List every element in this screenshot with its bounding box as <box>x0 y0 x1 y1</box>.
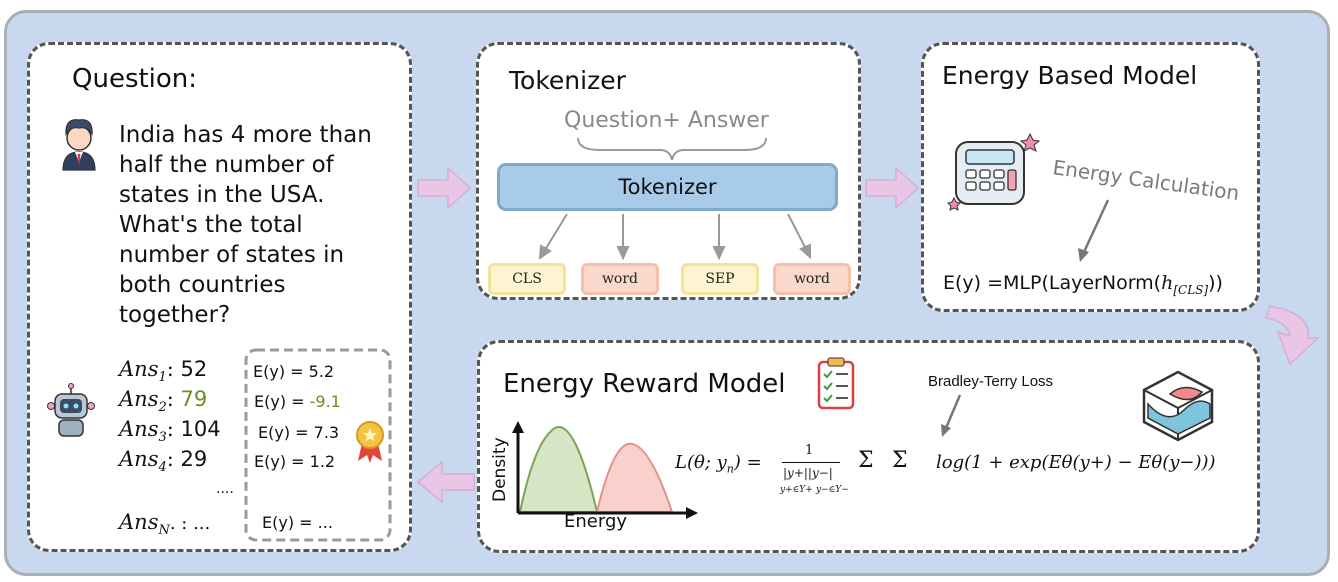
token-arrows <box>538 213 811 261</box>
answer-row: Ans4: 29 <box>119 447 208 476</box>
density-chart <box>512 421 698 519</box>
tokenizer-title: Tokenizer <box>509 66 626 95</box>
answer-row-last: AnsN. : ... <box>119 510 211 539</box>
energy-value: E(y) = 5.2 <box>253 362 335 381</box>
energy-value: E(y) = -9.1 <box>254 392 341 411</box>
ebm-title: Energy Based Model <box>942 61 1198 90</box>
tokenizer-box: Tokenizer <box>497 163 838 211</box>
person-icon <box>62 119 96 171</box>
token-sep: SEP <box>681 263 759 295</box>
surface-plot-icon <box>1142 370 1214 442</box>
calculator-icon <box>947 132 1041 211</box>
token-cls: CLS <box>488 263 566 295</box>
density-curve-green <box>518 426 599 513</box>
ebm-formula: E(y) =MLP(LayerNorm(h[CLS])) <box>943 272 1223 297</box>
arrow-tokenizer-to-ebm <box>865 166 920 210</box>
robot-icon <box>47 383 95 437</box>
sum-sub-1: y+∈Y+ <box>780 485 813 495</box>
arrow-erm-to-question <box>416 460 475 504</box>
loss-fraction-den: |y+||y−| <box>783 466 833 480</box>
energy-value: E(y) = 1.2 <box>254 452 336 471</box>
answer-row: Ans3: 104 <box>119 417 221 446</box>
loss-formula-rhs: log(1 + exp(Eθ(y+) − Eθ(y−))) <box>936 452 1216 473</box>
erm-panel <box>477 340 1260 553</box>
arrows-pink <box>416 166 1320 504</box>
density-curve-red <box>595 442 674 513</box>
loss-fraction-bar <box>782 462 840 463</box>
density-label: Density <box>490 437 510 502</box>
erm-title: Energy Reward Model <box>503 369 786 399</box>
token-word: word <box>773 263 851 295</box>
tokenizer-box-label: Tokenizer <box>618 175 717 199</box>
brace <box>577 137 767 161</box>
energy-values-box <box>244 348 392 542</box>
loss-fraction-num: 1 <box>805 443 814 458</box>
question-title: Question: <box>72 64 198 94</box>
token-word: word <box>581 263 659 295</box>
energy-value-last: E(y) = ... <box>262 513 333 532</box>
sum-symbol: Σ <box>892 448 908 473</box>
arrow-question-to-tokenizer <box>417 166 472 210</box>
loss-label: Bradley-Terry Loss <box>928 373 1054 390</box>
sum-sub-2: y−∈Y− <box>816 485 849 495</box>
checklist-icon <box>817 357 855 410</box>
answer-ellipsis: .... <box>216 480 234 497</box>
loss-formula-lhs: L(θ; yn) = <box>675 452 762 476</box>
medal-icon <box>356 421 384 463</box>
question-text: India has 4 more than half the number of… <box>119 122 372 328</box>
answer-row: Ans2: 79 <box>119 387 208 416</box>
loss-arrow <box>944 394 962 429</box>
calc-arrow <box>1082 199 1110 253</box>
tokenizer-input-label: Question+ Answer <box>564 108 769 133</box>
sum-symbol: Σ <box>858 448 874 473</box>
energy-value: E(y) = 7.3 <box>258 423 340 442</box>
energy-axis-label: Energy <box>564 511 627 532</box>
arrow-ebm-to-erm <box>1265 305 1320 366</box>
answer-row: Ans1: 52 <box>119 357 208 386</box>
